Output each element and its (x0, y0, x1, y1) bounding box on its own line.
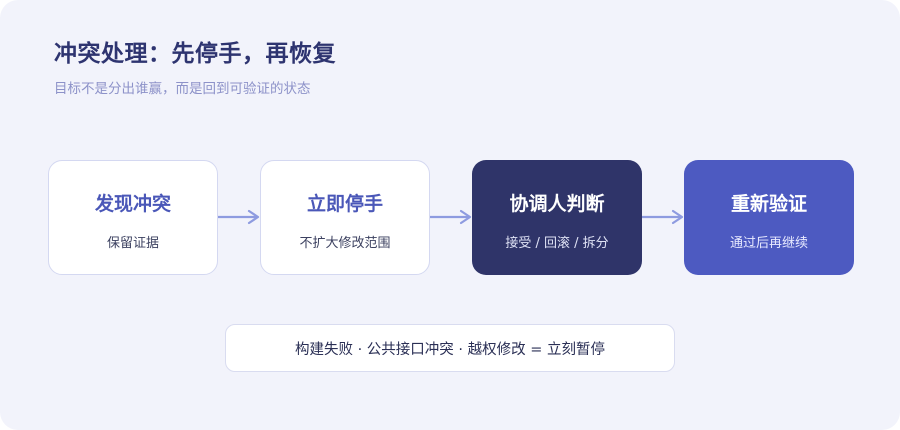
arrow-right-icon (218, 209, 260, 225)
step-title: 重新验证 (730, 192, 807, 215)
step-reverify: 重新验证 通过后再继续 (684, 160, 854, 275)
step-stop-immediately: 立即停手 不扩大修改范围 (260, 160, 430, 275)
pause-rule-box: 构建失败 · 公共接口冲突 · 越权修改 = 立刻暂停 (225, 324, 675, 372)
step-description: 接受 / 回滚 / 拆分 (505, 235, 609, 251)
diagram-subtitle: 目标不是分出谁赢，而是回到可验证的状态 (54, 81, 311, 97)
arrow-right-icon (642, 209, 684, 225)
step-coordinator-decision: 协调人判断 接受 / 回滚 / 拆分 (472, 160, 642, 275)
step-title: 立即停手 (306, 192, 383, 215)
step-description: 保留证据 (106, 235, 159, 251)
step-description: 不扩大修改范围 (299, 235, 391, 251)
diagram-title: 冲突处理：先停手，再恢复 (54, 41, 336, 67)
pause-rule-text: 构建失败 · 公共接口冲突 · 越权修改 = 立刻暂停 (294, 341, 606, 358)
arrow-right-icon (430, 209, 472, 225)
step-description: 通过后再继续 (729, 235, 808, 251)
step-discover-conflict: 发现冲突 保留证据 (48, 160, 218, 275)
step-title: 协调人判断 (509, 192, 605, 215)
step-title: 发现冲突 (94, 192, 171, 215)
